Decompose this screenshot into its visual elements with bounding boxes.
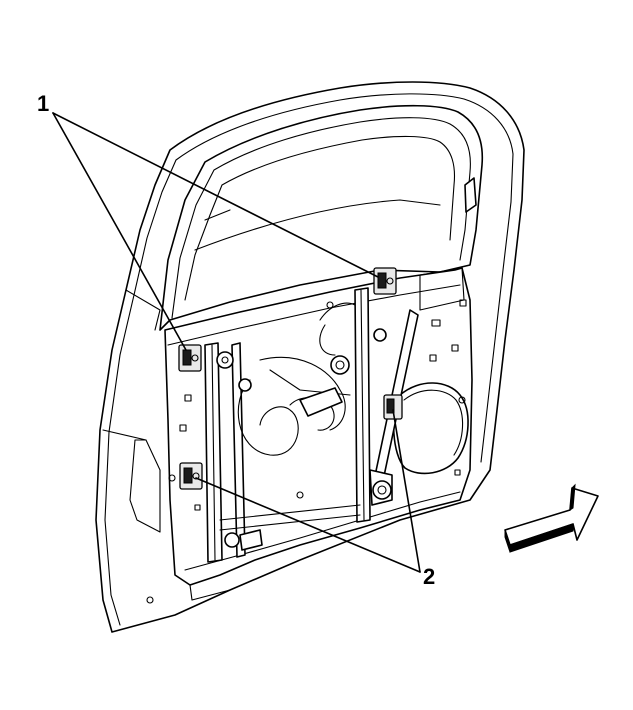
- callout-label-2: 2: [423, 564, 436, 589]
- callout-1-leaders: [52, 112, 379, 351]
- callout-label-1: 1: [37, 91, 50, 116]
- fastener-upper-left: [178, 344, 202, 372]
- window-regulator: [204, 287, 419, 563]
- window-frame: [159, 104, 484, 331]
- callout-2-leaders: [195, 409, 421, 573]
- panel-holes: [146, 299, 467, 604]
- front-direction-arrow-icon: [504, 483, 599, 553]
- fastener-lower-left: [179, 462, 203, 490]
- fastener-lower-right: [383, 394, 403, 420]
- fastener-upper-right: [373, 267, 397, 295]
- speaker-opening: [392, 382, 469, 475]
